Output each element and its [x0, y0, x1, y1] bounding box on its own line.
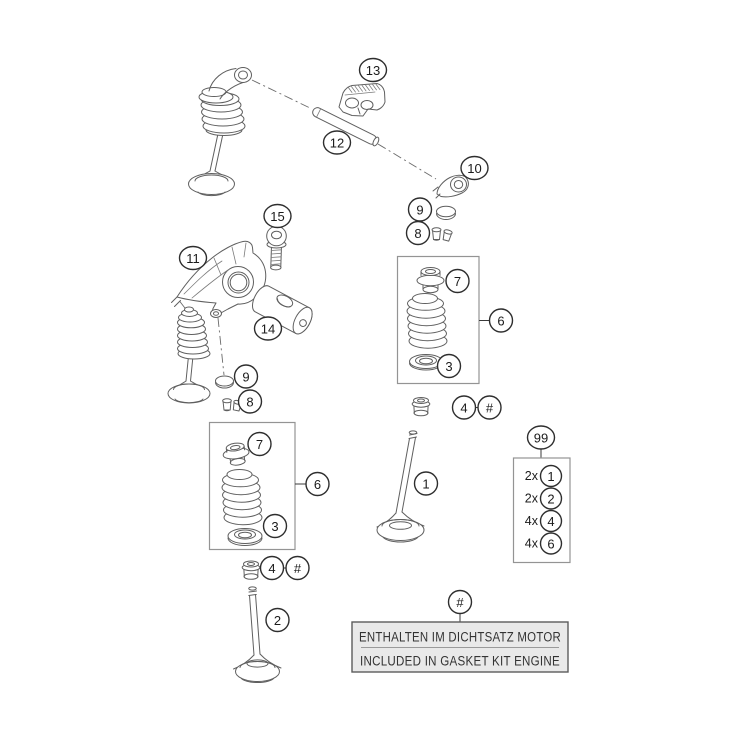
callout-7-left: 7: [247, 431, 272, 457]
axis-line-top: [251, 79, 311, 109]
callout-label: 13: [366, 63, 380, 78]
callout-9-right: 9: [407, 197, 433, 222]
valve-spring-assembly-left: [167, 306, 211, 404]
callout-6-right: 6: [488, 308, 514, 333]
qty-ref-circle: [539, 532, 563, 555]
callout-label: 2: [274, 613, 281, 628]
tappet-part-14: [252, 285, 313, 335]
spring-seat-part-3-left: [227, 528, 263, 546]
callout-7-right: 7: [445, 268, 470, 294]
callout-label: 4: [268, 561, 275, 576]
callout-15: 15: [263, 203, 292, 229]
qty-ref: 2: [547, 492, 554, 507]
qty-count: 4x: [525, 537, 539, 551]
callout-4-left: 4: [259, 555, 285, 581]
callout-3-left: 3: [262, 513, 288, 539]
valve-stem-seal-part-4-right: [411, 397, 431, 417]
callout-label: 3: [445, 359, 452, 374]
qty-count: 4x: [525, 514, 539, 528]
qty-row-1: 2x 1: [525, 464, 563, 488]
qty-row-2: 2x 2: [525, 487, 563, 510]
shim-part-9-right: [436, 205, 456, 220]
callout-label: 12: [330, 136, 344, 151]
bracket-part-13: [338, 83, 386, 117]
callout-4-right: 4: [451, 395, 477, 420]
callout-label: 9: [416, 203, 423, 218]
callout-2: 2: [265, 607, 290, 633]
qty-ref-circle: [539, 487, 563, 510]
valve-assembly-top-left: [188, 67, 252, 197]
callout-8-right: 8: [405, 220, 431, 246]
qty-ref: 1: [547, 469, 554, 484]
shaft-part-12: [312, 107, 380, 147]
callout-9-left: 9: [233, 364, 259, 389]
callout-12: 12: [322, 130, 352, 155]
callout-hash-left: #: [285, 555, 310, 581]
callout-6-left: 6: [305, 471, 330, 497]
callout-8-left: 8: [237, 389, 263, 414]
note-line-german: ENTHALTEN IM DICHTSATZ MOTOR: [359, 630, 561, 645]
callout-label: #: [294, 561, 302, 576]
callout-label: 4: [460, 401, 467, 416]
callout-label: 3: [271, 519, 278, 534]
qty-count: 2x: [525, 492, 539, 506]
rocker-finger-pad: [234, 67, 252, 83]
callout-label: 1: [422, 477, 429, 492]
qty-ref: 4: [547, 514, 554, 529]
callout-label: 15: [270, 209, 284, 224]
callout-99: 99: [526, 425, 556, 450]
shim-part-9-left: [215, 375, 234, 389]
callout-label: 99: [534, 431, 548, 446]
callout-label: 8: [246, 395, 253, 410]
callout-hash-right: #: [477, 395, 502, 420]
valve-spring-right: [406, 293, 448, 349]
rocker-arm-part-11: [171, 240, 267, 376]
callout-1: 1: [413, 471, 439, 496]
callout-label: 9: [242, 370, 249, 385]
quantity-box: 2x 1 2x 2 4x 4 4x 6: [512, 448, 571, 564]
callout-label: 14: [261, 322, 275, 337]
callout-14: 14: [253, 316, 283, 341]
callout-hash-note: #: [447, 589, 473, 615]
callout-label: 7: [454, 274, 461, 289]
spring-retainer-part-7-right: [416, 267, 445, 294]
callout-label: 6: [497, 314, 504, 329]
callout-label: #: [456, 595, 464, 610]
qty-ref-circle: [539, 509, 563, 533]
callout-label: 7: [256, 437, 263, 452]
qty-row-3: 4x 4: [525, 509, 563, 533]
bolt-part-15: [266, 225, 287, 271]
spring-kit-box-right: [396, 255, 480, 385]
callout-3-right: 3: [436, 353, 462, 379]
note-box: ENTHALTEN IM DICHTSATZ MOTOR INCLUDED IN…: [351, 613, 569, 673]
qty-ref-circle: [539, 464, 563, 488]
callout-label: #: [486, 401, 494, 416]
rocker-finger-part-10: [432, 174, 469, 199]
valve-part-1: [376, 430, 425, 543]
valve-keepers-part-8-right: [431, 227, 453, 242]
callout-label: 8: [414, 226, 421, 241]
callout-label: 11: [186, 251, 200, 266]
callout-label: 10: [467, 161, 481, 176]
qty-ref: 6: [547, 537, 554, 552]
callout-13: 13: [358, 57, 388, 83]
valve-spring-left: [221, 469, 263, 526]
valve-stem-seal-part-4-left: [241, 560, 261, 580]
callout-11: 11: [178, 245, 208, 271]
note-line-english: INCLUDED IN GASKET KIT ENGINE: [360, 654, 560, 669]
callout-10: 10: [460, 155, 489, 181]
axis-line-mid: [377, 143, 437, 180]
valve-part-2: [233, 586, 282, 684]
spring-kit-box-left: [208, 421, 296, 551]
callout-label: 6: [314, 477, 321, 492]
qty-row-4: 4x 6: [525, 532, 563, 555]
spring-retainer-part-7-left: [222, 442, 250, 466]
qty-count: 2x: [525, 469, 539, 483]
